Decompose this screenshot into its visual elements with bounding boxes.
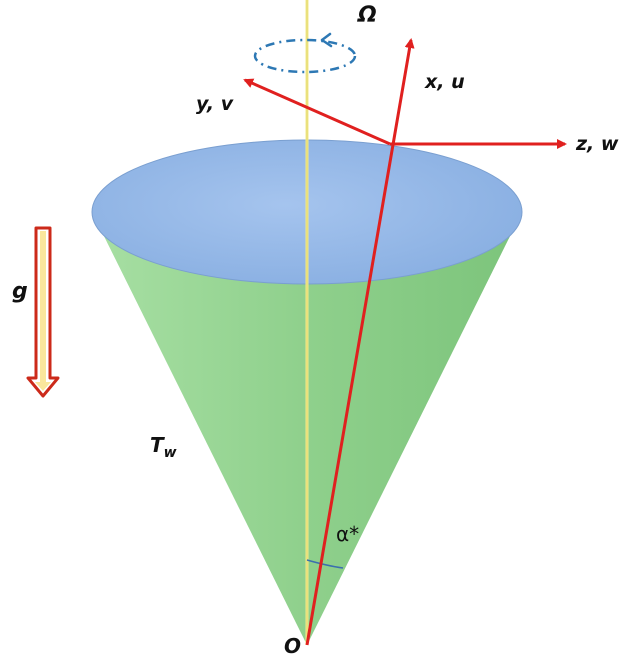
x-axis-label: x, u <box>424 71 465 93</box>
omega-label: Ω <box>357 3 377 28</box>
x-axis-line <box>305 38 415 646</box>
angle-label: α* <box>336 522 359 546</box>
origin-label: O <box>284 634 301 656</box>
gravity-label: g <box>12 279 28 304</box>
gravity-arrow-inner <box>35 231 51 391</box>
y-axis-label: y, v <box>196 93 234 115</box>
wall-temperature-sub: w <box>164 445 177 461</box>
angle-arc <box>306 559 344 569</box>
wall-temperature-main: T <box>150 433 165 457</box>
rotation-ellipse <box>253 38 357 74</box>
z-axis-label: z, w <box>575 133 619 155</box>
y-axis-line <box>243 78 391 146</box>
wall-temperature-label: Tw <box>150 433 177 461</box>
rotation-arrow-icon <box>320 32 333 48</box>
